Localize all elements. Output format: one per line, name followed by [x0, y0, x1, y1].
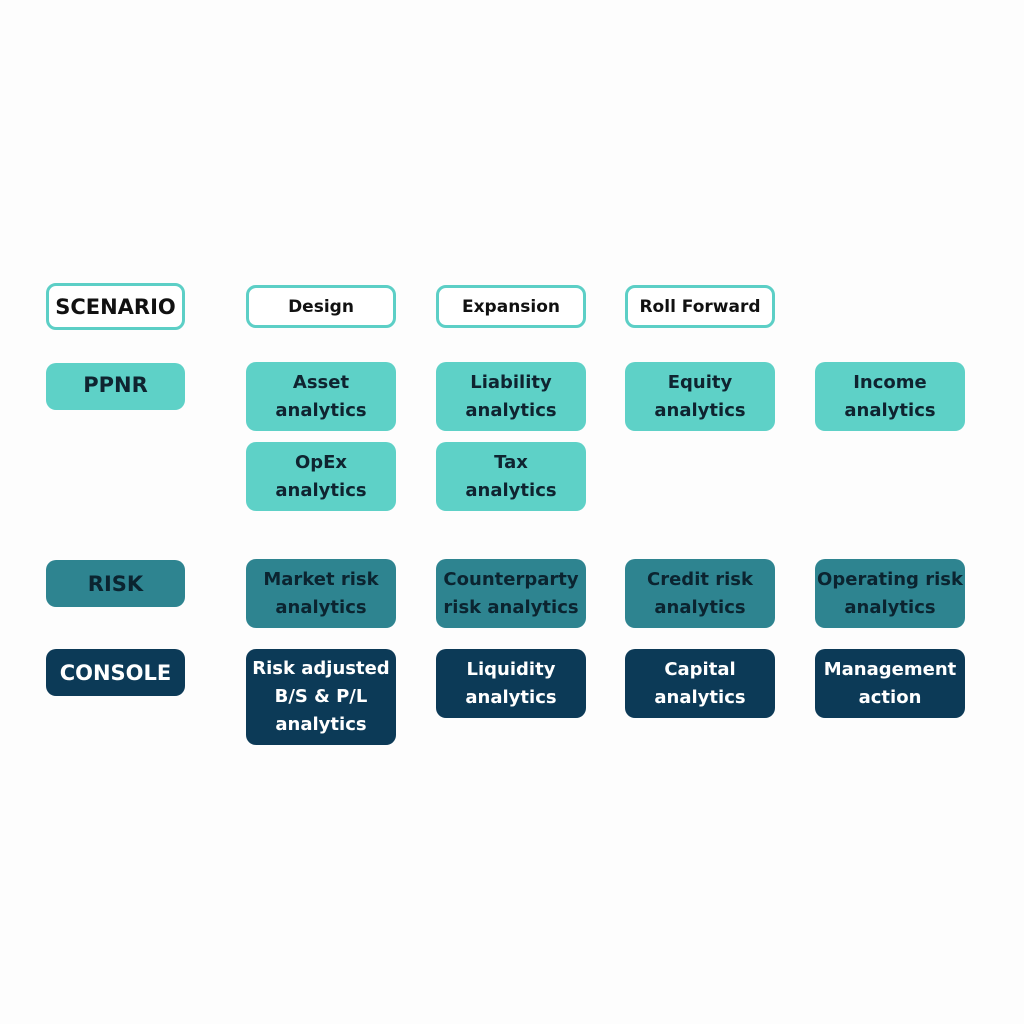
console-liquidity-analytics-box: Liquidity analytics	[436, 649, 586, 718]
ppnr-liability-analytics-box: Liability analytics	[436, 362, 586, 431]
ppnr-equity-analytics-box: Equity analytics	[625, 362, 775, 431]
row-label-ppnr: PPNR	[46, 363, 185, 410]
console-risk-adjusted-box: Risk adjusted B/S & P/L analytics	[246, 649, 396, 745]
ppnr-tax-analytics-box: Tax analytics	[436, 442, 586, 511]
risk-operating-analytics-box: Operating risk analytics	[815, 559, 965, 628]
row-label-console: CONSOLE	[46, 649, 185, 696]
risk-counterparty-analytics-box: Counterparty risk analytics	[436, 559, 586, 628]
row-label-risk: RISK	[46, 560, 185, 607]
scenario-roll-forward-box: Roll Forward	[625, 285, 775, 328]
risk-market-analytics-box: Market risk analytics	[246, 559, 396, 628]
scenario-expansion-box: Expansion	[436, 285, 586, 328]
ppnr-opex-analytics-box: OpEx analytics	[246, 442, 396, 511]
row-label-scenario: SCENARIO	[46, 283, 185, 330]
ppnr-asset-analytics-box: Asset analytics	[246, 362, 396, 431]
ppnr-income-analytics-box: Income analytics	[815, 362, 965, 431]
scenario-design-box: Design	[246, 285, 396, 328]
risk-credit-analytics-box: Credit risk analytics	[625, 559, 775, 628]
console-management-action-box: Management action	[815, 649, 965, 718]
console-capital-analytics-box: Capital analytics	[625, 649, 775, 718]
